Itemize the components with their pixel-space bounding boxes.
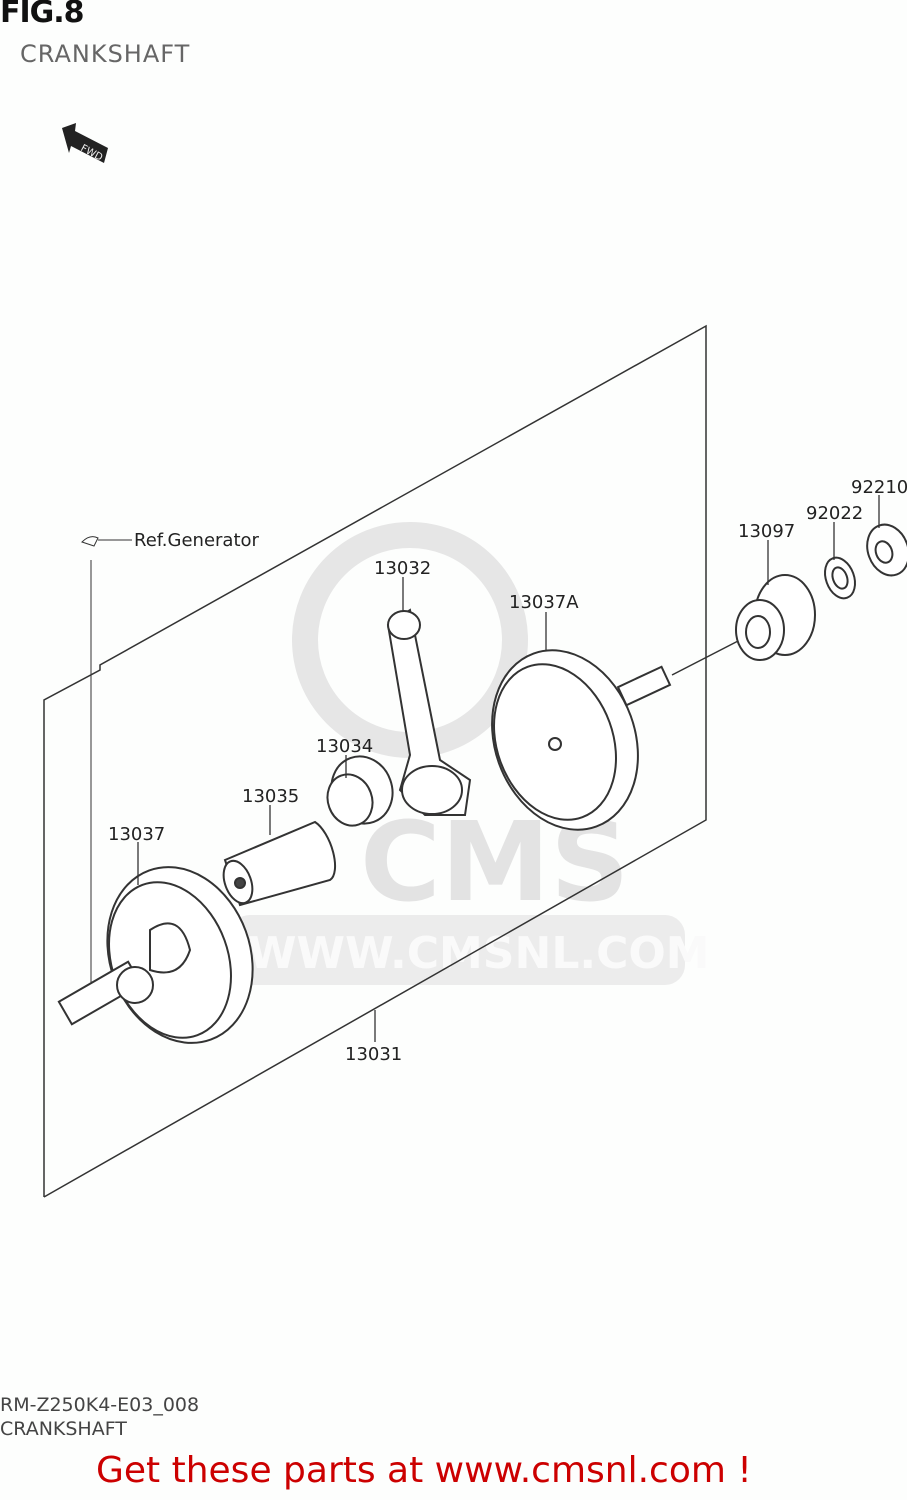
- assembly-frame: [43, 324, 707, 1198]
- part-92210-nut: [866, 523, 907, 577]
- label-13097: 13097: [738, 521, 795, 542]
- fwd-arrow-icon: FWD: [62, 123, 108, 164]
- watermark: CMS WWW.CMSNL.COM: [230, 522, 710, 985]
- svg-text:Ref.Generator: Ref.Generator: [134, 530, 260, 551]
- label-13034: 13034: [316, 736, 373, 757]
- diagram-code: RM-Z250K4-E03_008: [0, 1394, 200, 1416]
- label-13037a: 13037A: [509, 592, 579, 613]
- part-13097-gear: [735, 574, 816, 661]
- label-13032: 13032: [374, 558, 431, 579]
- watermark-url: WWW.CMSNL.COM: [248, 928, 710, 979]
- part-13034-needle-bearing: [326, 755, 394, 827]
- label-13035: 13035: [242, 786, 299, 807]
- label-13037: 13037: [108, 824, 165, 845]
- figure-title: CRANKSHAFT: [20, 40, 191, 68]
- label-92022: 92022: [806, 503, 863, 524]
- promo-link[interactable]: Get these parts at www.cmsnl.com !: [96, 1450, 752, 1491]
- ref-generator-callout: Ref.Generator: [81, 530, 260, 990]
- part-13037a-crank-web: [491, 649, 672, 831]
- part-13032-connecting-rod: [386, 608, 472, 816]
- label-92210: 92210: [851, 477, 907, 498]
- footer-title: CRANKSHAFT: [0, 1418, 127, 1440]
- figure-number: FIG.8: [0, 0, 85, 30]
- part-13037-crank-web: [57, 866, 254, 1044]
- part-92022-washer: [824, 556, 856, 600]
- label-13031: 13031: [345, 1044, 402, 1065]
- part-13035-crank-pin: [222, 820, 337, 907]
